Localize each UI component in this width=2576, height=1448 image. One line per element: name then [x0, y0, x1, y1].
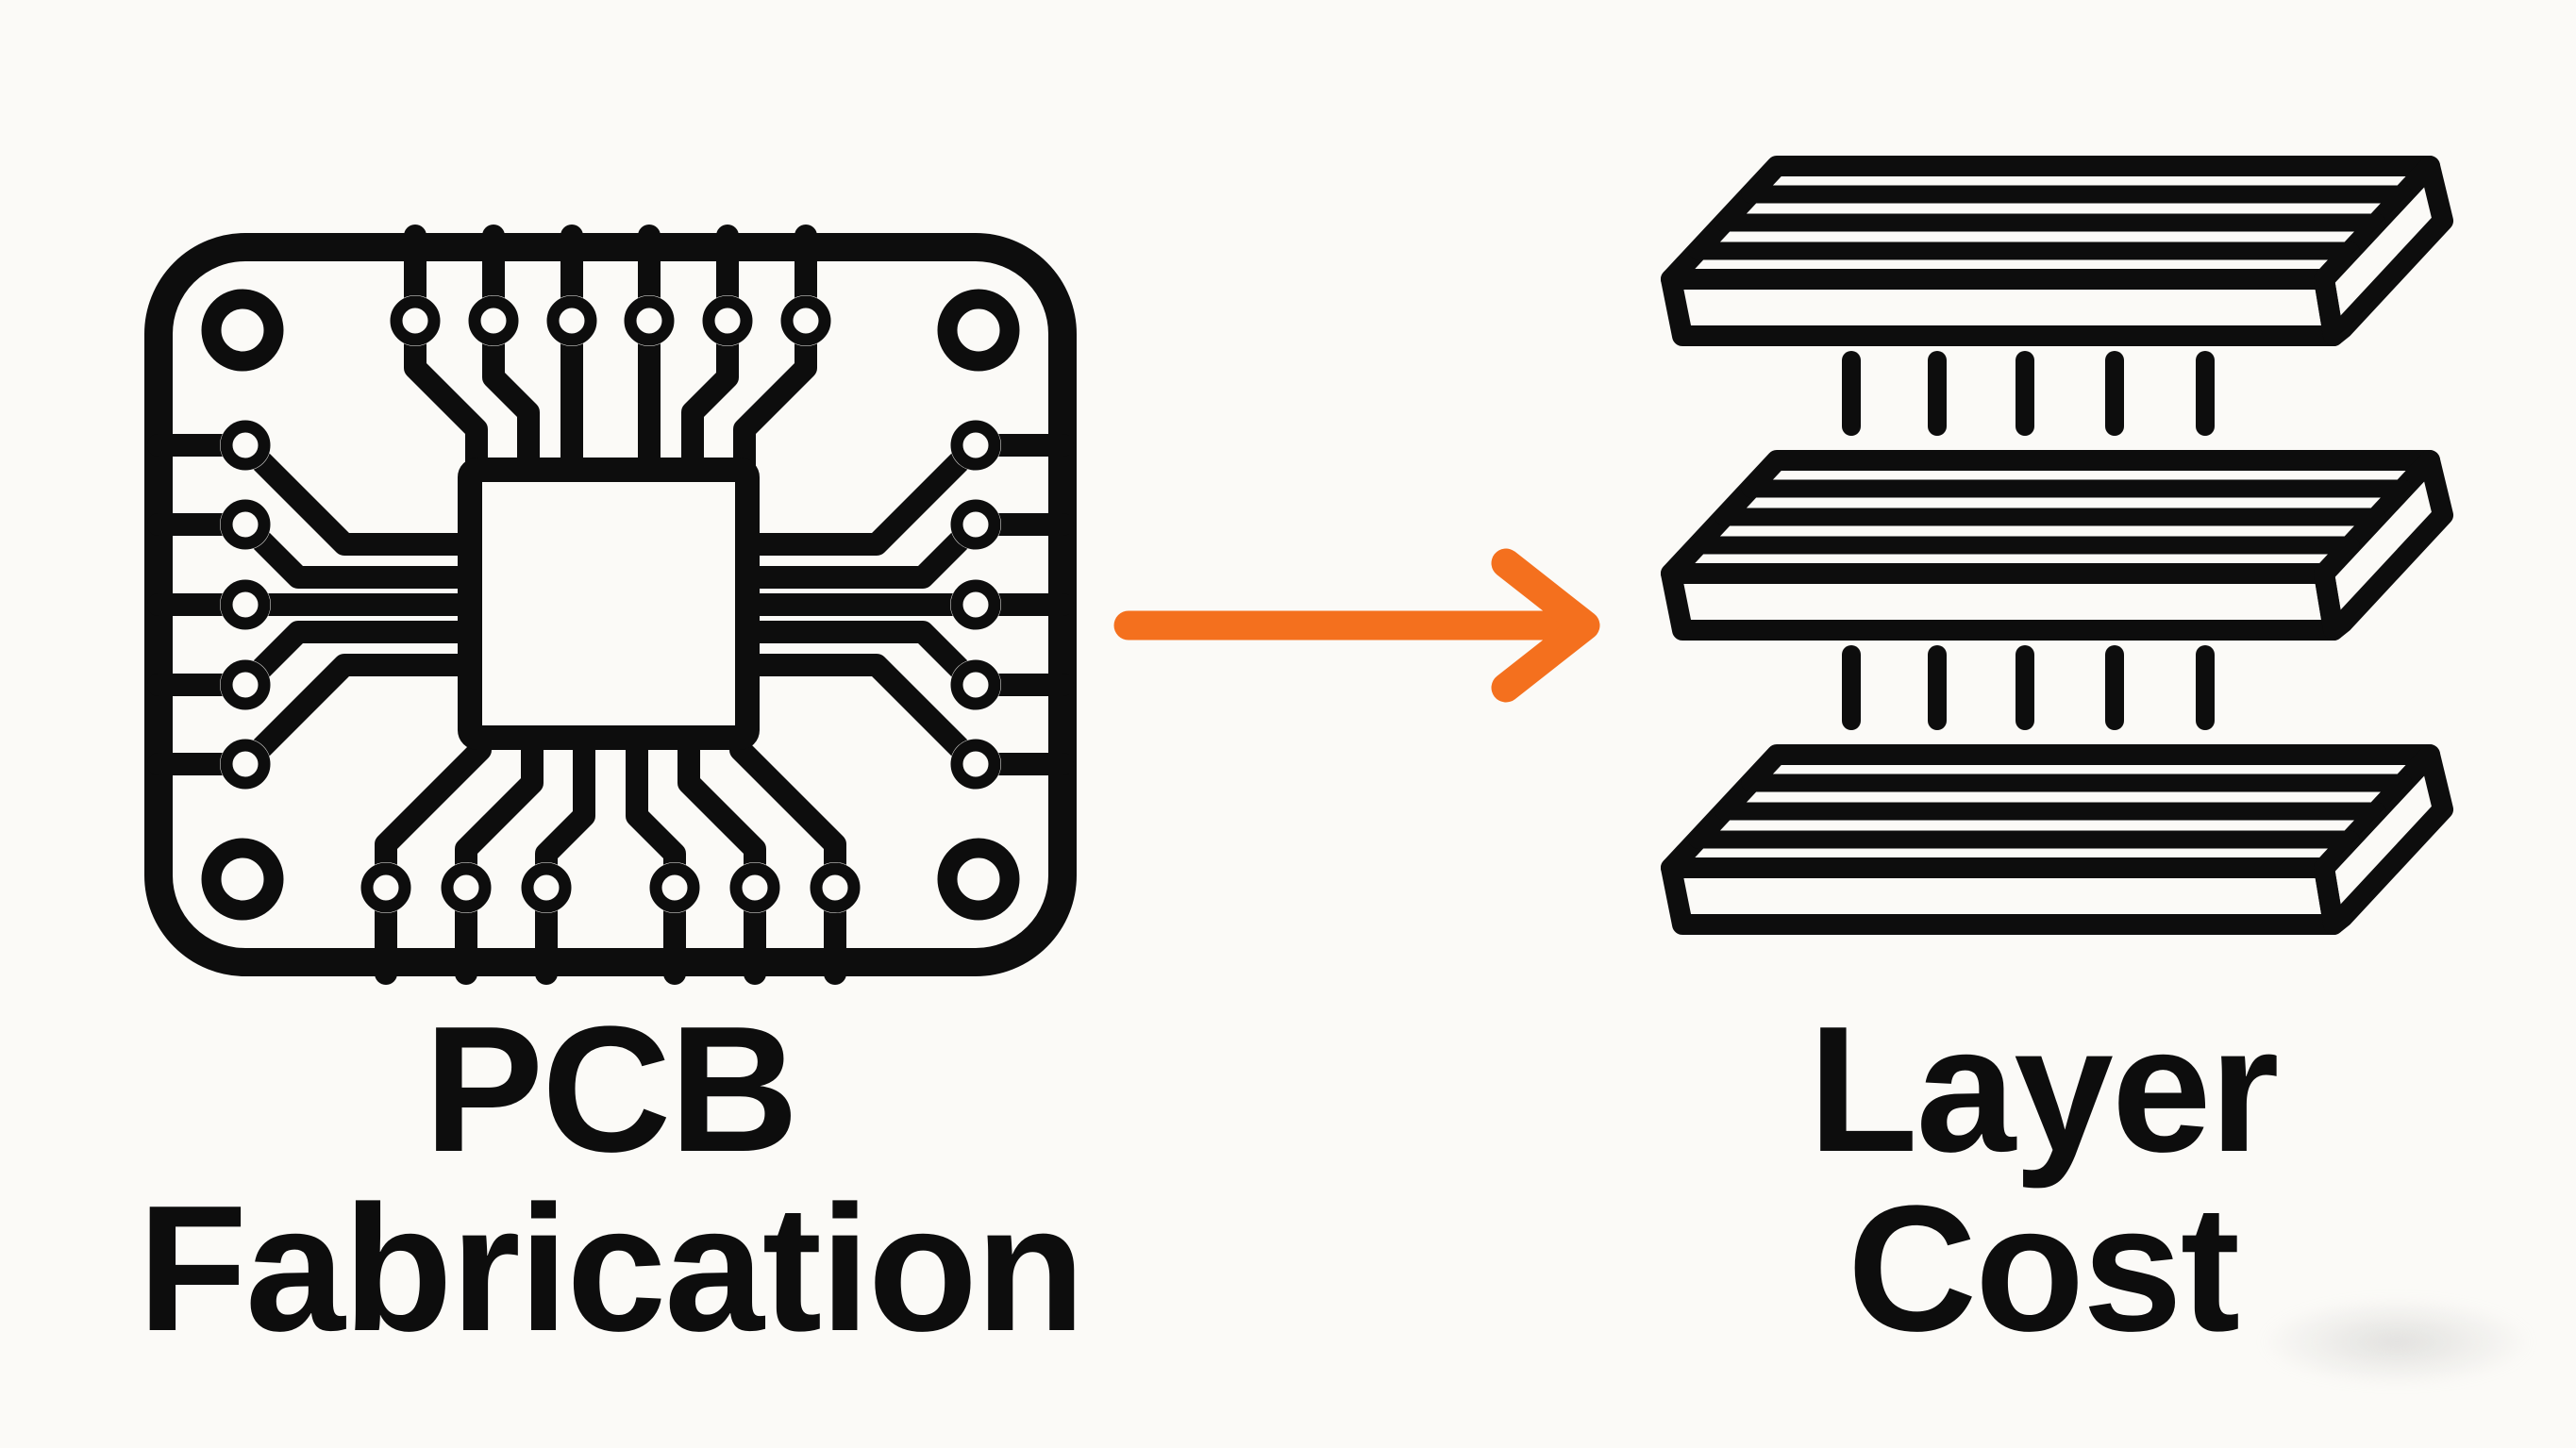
layer-slab-top — [1671, 166, 2443, 336]
pcb-fabrication-label-line2: Fabrication — [137, 1169, 1085, 1369]
background-smudge — [2260, 1297, 2534, 1387]
pcb-chip — [458, 458, 760, 750]
bonding-dashes-row-2 — [1851, 655, 2205, 721]
layer-slab-bottom — [1671, 755, 2443, 924]
layer-cost-label-line1: Layer — [1808, 990, 2279, 1190]
bonding-dashes-row-1 — [1851, 360, 2205, 426]
pcb-fabrication-label-line1: PCB — [424, 990, 798, 1190]
pcb-fabrication-label: PCB Fabrication — [137, 990, 1085, 1369]
stacked-layers-icon — [1671, 166, 2443, 924]
pcb-traces — [147, 225, 1074, 985]
right-arrow-icon — [1113, 548, 1600, 703]
layer-cost-label: Layer Cost — [1808, 990, 2279, 1369]
layer-cost-label-line2: Cost — [1847, 1169, 2240, 1369]
layer-slab-middle — [1671, 460, 2443, 630]
pcb-circuit-board-icon — [144, 225, 1077, 985]
